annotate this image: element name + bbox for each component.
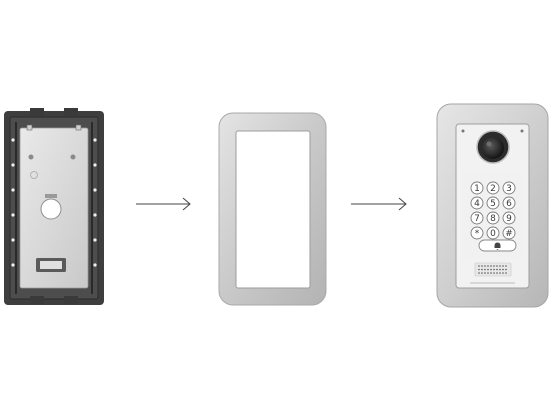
backbox-plate-hole-left xyxy=(28,154,34,160)
backbox-tab-bottom-left xyxy=(30,296,44,304)
backbox-tab-right xyxy=(64,108,78,116)
backbox xyxy=(4,108,104,305)
arrow-right-icon xyxy=(351,197,407,211)
keypad-key-ring xyxy=(486,211,500,225)
keypad-key-label: # xyxy=(505,229,513,239)
keypad-key-label: 1 xyxy=(474,184,480,194)
keypad-key-ring xyxy=(502,196,516,210)
keypad-key[interactable]: 8 xyxy=(486,211,500,225)
keypad-key[interactable]: # xyxy=(502,226,516,240)
backbox-hole-bracket xyxy=(45,194,57,198)
keypad-key-label: 9 xyxy=(506,214,512,224)
keypad-key-ring xyxy=(470,196,484,210)
frame xyxy=(218,112,327,306)
backbox-plate-knockout xyxy=(30,171,38,179)
keypad-key[interactable]: * xyxy=(470,226,484,240)
keypad-key[interactable]: 6 xyxy=(502,196,516,210)
backbox-screw-holes xyxy=(11,138,97,267)
keypad-key-label: 6 xyxy=(506,199,512,209)
keypad-key-ring xyxy=(486,181,500,195)
keypad-key-ring xyxy=(502,226,516,240)
backbox-tab-left xyxy=(30,108,44,116)
call-button[interactable] xyxy=(478,239,517,252)
keypad-key-label: 0 xyxy=(490,229,496,239)
keypad-key[interactable]: 5 xyxy=(486,196,500,210)
keypad-key[interactable]: 2 xyxy=(486,181,500,195)
keypad-key[interactable]: 0 xyxy=(486,226,500,240)
backbox-clip-tl xyxy=(26,124,33,131)
backbox-tab-bottom-right xyxy=(64,296,78,304)
keypad-key-ring xyxy=(470,226,484,240)
door-phone-screw-left xyxy=(461,129,465,133)
backbox-plate-hole-right xyxy=(70,154,76,160)
keypad-key-ring xyxy=(486,196,500,210)
keypad-key[interactable]: 7 xyxy=(470,211,484,225)
keypad-key-label: 3 xyxy=(506,184,512,194)
keypad-key-label: 2 xyxy=(490,184,496,194)
keypad-key-label: 5 xyxy=(490,199,496,209)
keypad-key-label: 4 xyxy=(474,199,480,209)
backbox-connector-slot xyxy=(40,261,62,269)
keypad-key-ring xyxy=(470,181,484,195)
keypad-key[interactable]: 9 xyxy=(502,211,516,225)
arrow-right-icon xyxy=(136,197,191,211)
keypad-key-ring xyxy=(502,211,516,225)
frame-opening xyxy=(235,130,311,289)
keypad-key-ring xyxy=(470,211,484,225)
keypad-key-ring xyxy=(502,181,516,195)
keypad-key-ring xyxy=(486,226,500,240)
keypad-key[interactable]: 4 xyxy=(470,196,484,210)
speaker-grille-icon xyxy=(474,262,512,277)
keypad-key[interactable]: 3 xyxy=(502,181,516,195)
backbox-cable-hole xyxy=(40,198,62,220)
keypad-key-label: * xyxy=(475,229,480,239)
keypad-key-label: 8 xyxy=(490,214,496,224)
keypad-key-label: 7 xyxy=(474,214,480,224)
door-phone-screw-right xyxy=(520,129,524,133)
bell-icon xyxy=(494,242,501,250)
backbox-clip-tr xyxy=(75,124,82,131)
camera-icon xyxy=(476,130,510,164)
keypad-key[interactable]: 1 xyxy=(470,181,484,195)
